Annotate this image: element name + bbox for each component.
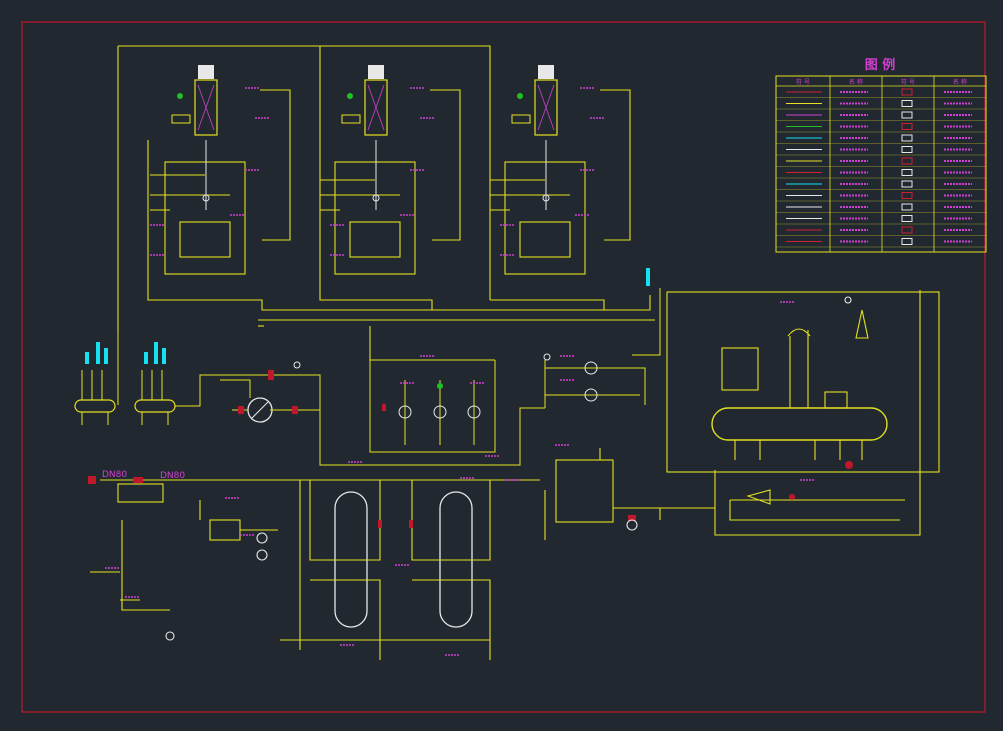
- filter-pumps: [543, 288, 661, 408]
- legend-device-symbol: [901, 134, 913, 142]
- legend-header-symbol-1: 符 号: [796, 78, 810, 86]
- legend-device-symbol: [901, 88, 913, 96]
- legend-device-symbol: [901, 146, 913, 153]
- legend-title: 图 例: [865, 57, 896, 73]
- reactor-2: [334, 65, 416, 275]
- annotation-marks: [105, 87, 814, 656]
- legend-device-symbol: [901, 215, 913, 222]
- legend-header-name-2: 名 称: [953, 78, 967, 86]
- reactor-units: [117, 45, 655, 361]
- softener-columns: [90, 479, 540, 660]
- reactor-3: [504, 65, 586, 275]
- deaerator-system: [666, 290, 940, 536]
- legend-device-symbol: [901, 157, 913, 165]
- legend-device-symbol: [901, 100, 913, 107]
- legend-device-symbol: [901, 180, 913, 188]
- legend-header-name-1: 名 称: [849, 78, 863, 86]
- legend-device-symbol: [901, 123, 913, 130]
- legend-device-symbol: [901, 238, 913, 245]
- pump-station: [369, 360, 496, 453]
- legend-device-symbol: [901, 226, 913, 234]
- legend-table: [775, 75, 987, 253]
- legend-device-symbol: [901, 203, 913, 211]
- legend-header-symbol-2: 符 号: [901, 78, 915, 86]
- soft-water-tank: [544, 448, 715, 540]
- pipe-valves: [88, 370, 636, 528]
- drawing-border: [21, 21, 986, 713]
- legend-device-symbol: [901, 192, 913, 199]
- legend-device-symbol: [901, 169, 913, 176]
- pipe-size-label-1: DN80: [102, 470, 127, 480]
- reactor-1: [164, 65, 246, 275]
- pipe-size-label-2: DN80: [160, 471, 185, 481]
- distributor-headers: [74, 268, 650, 466]
- legend-device-symbol: [901, 111, 913, 119]
